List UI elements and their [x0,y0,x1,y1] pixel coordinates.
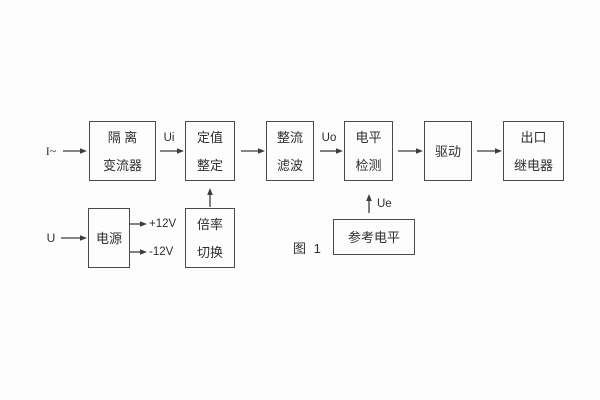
figure-caption: 图 1 [293,241,323,256]
arrow-reference-ue-to-level [366,194,372,213]
signal-label-ui: Ui [163,132,175,144]
block-output-relay: 出口 继电器 [503,121,564,181]
signal-label-ue: Ue [377,198,392,210]
block-rectifier-filter: 整流 滤波 [266,121,314,181]
arrow-rectifier-to-level [320,148,343,154]
block-ratio-switch: 倍率 切换 [185,208,235,268]
block-label-line: 参考电平 [347,229,400,245]
arrow-driver-to-relay [477,148,502,154]
arrow-current-input-to-isolation [63,148,87,154]
block-label-line: 出口 [520,129,547,145]
arrow-power-minus12v [130,249,147,255]
arrow-isolation-to-setting [160,148,184,154]
block-label-line: 检测 [355,157,382,173]
block-isolation-transformer: 隔 离 变流器 [89,121,156,181]
signal-label-plus12v: +12V [149,218,177,230]
block-setting-adjust: 定值 整定 [185,121,235,181]
current-input-label: I~ [45,144,57,158]
signal-label-minus12v: -12V [149,246,174,258]
block-label-line: 整定 [196,157,223,173]
block-label-line: 切换 [196,244,223,260]
block-label-line: 整流 [276,129,303,145]
block-driver: 驱动 [424,121,472,181]
block-label-line: 电源 [95,230,122,246]
block-power-supply: 电源 [88,208,130,268]
voltage-input-label: U [46,231,56,245]
arrow-level-to-driver [398,148,423,154]
block-label-line: 继电器 [513,157,553,173]
block-label-line: 变流器 [102,157,142,173]
block-label-line: 隔 离 [107,129,138,145]
block-label-line: 电平 [355,129,382,145]
block-level-detector: 电平 检测 [344,121,393,181]
arrow-power-plus12v [130,221,147,227]
block-label-line: 驱动 [434,143,461,159]
block-label-line: 滤波 [276,157,303,173]
arrow-voltage-input-to-power [61,235,87,241]
signal-label-uo: Uo [321,132,337,144]
arrow-setting-to-rectifier [241,148,265,154]
arrow-ratio-to-setting [207,188,213,207]
block-label-line: 倍率 [196,216,223,232]
block-reference-level: 参考电平 [333,219,415,255]
block-label-line: 定值 [196,129,223,145]
